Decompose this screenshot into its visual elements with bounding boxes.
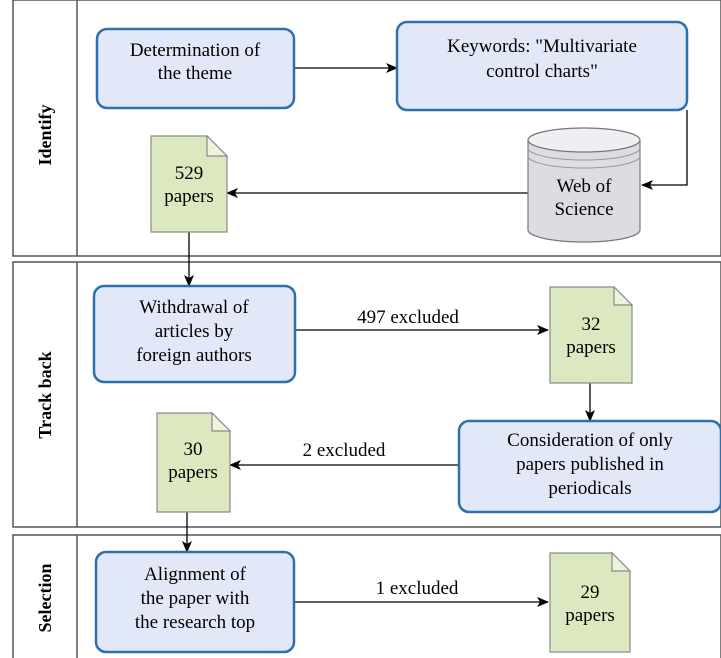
process-periodicals: Consideration of only papers published i…: [457, 419, 721, 514]
document-30-number: 30: [184, 439, 203, 460]
database-line-2: Science: [554, 199, 613, 220]
process-keywords: Keywords: "Multivariate control charts": [395, 20, 689, 112]
document-29-label: papers: [565, 605, 615, 626]
document-29-papers: 29 papers: [549, 551, 632, 653]
process-periodicals-line-2: papers published in: [516, 454, 664, 475]
process-withdrawal-line-2: articles by: [155, 321, 234, 342]
process-determination-line-2: the theme: [158, 63, 232, 84]
document-32-number: 32: [582, 314, 601, 335]
process-determination-of-theme: Determination of the theme: [95, 27, 296, 110]
document-32-label: papers: [566, 337, 616, 358]
process-periodicals-line-1: Consideration of only: [507, 430, 673, 451]
edge-label-2-excluded: 2 excluded: [303, 440, 386, 461]
lane-identify: Identify: [12, 0, 721, 257]
edge-label-1-excluded: 1 excluded: [376, 578, 459, 599]
process-alignment-line-1: Alignment of: [144, 564, 247, 585]
process-determination-line-1: Determination of: [130, 40, 261, 61]
process-withdrawal: Withdrawal of articles by foreign author…: [92, 284, 297, 384]
lane-selection: Selection: [12, 534, 721, 658]
document-529-label: papers: [164, 186, 214, 207]
process-withdrawal-line-3: foreign authors: [136, 345, 252, 366]
process-periodicals-line-3: periodicals: [548, 478, 631, 499]
edge-label-497-excluded: 497 excluded: [357, 307, 459, 328]
process-alignment-line-3: the research top: [135, 612, 255, 633]
document-32-papers: 32 papers: [549, 285, 634, 384]
process-alignment: Alignment of the paper with the research…: [94, 550, 296, 654]
database-web-of-science: Web of Science: [527, 127, 641, 243]
database-line-1: Web of: [557, 176, 613, 197]
process-alignment-line-2: the paper with: [141, 588, 250, 609]
process-withdrawal-line-1: Withdrawal of: [139, 297, 249, 318]
process-keywords-line-1: Keywords: "Multivariate: [447, 36, 637, 57]
lane-track-back: Track back: [12, 261, 721, 528]
lane-selection-label: Selection: [35, 564, 55, 633]
document-30-label: papers: [168, 462, 218, 483]
document-30-papers: 30 papers: [156, 411, 232, 513]
document-529-papers: 529 papers: [150, 134, 229, 233]
lane-identify-label: Identify: [35, 104, 55, 165]
lane-track-back-label: Track back: [35, 351, 55, 438]
document-29-number: 29: [581, 582, 600, 603]
document-529-number: 529: [175, 163, 204, 184]
process-keywords-line-2: control charts": [486, 61, 598, 82]
edge-keywords-to-database: [641, 110, 688, 190]
